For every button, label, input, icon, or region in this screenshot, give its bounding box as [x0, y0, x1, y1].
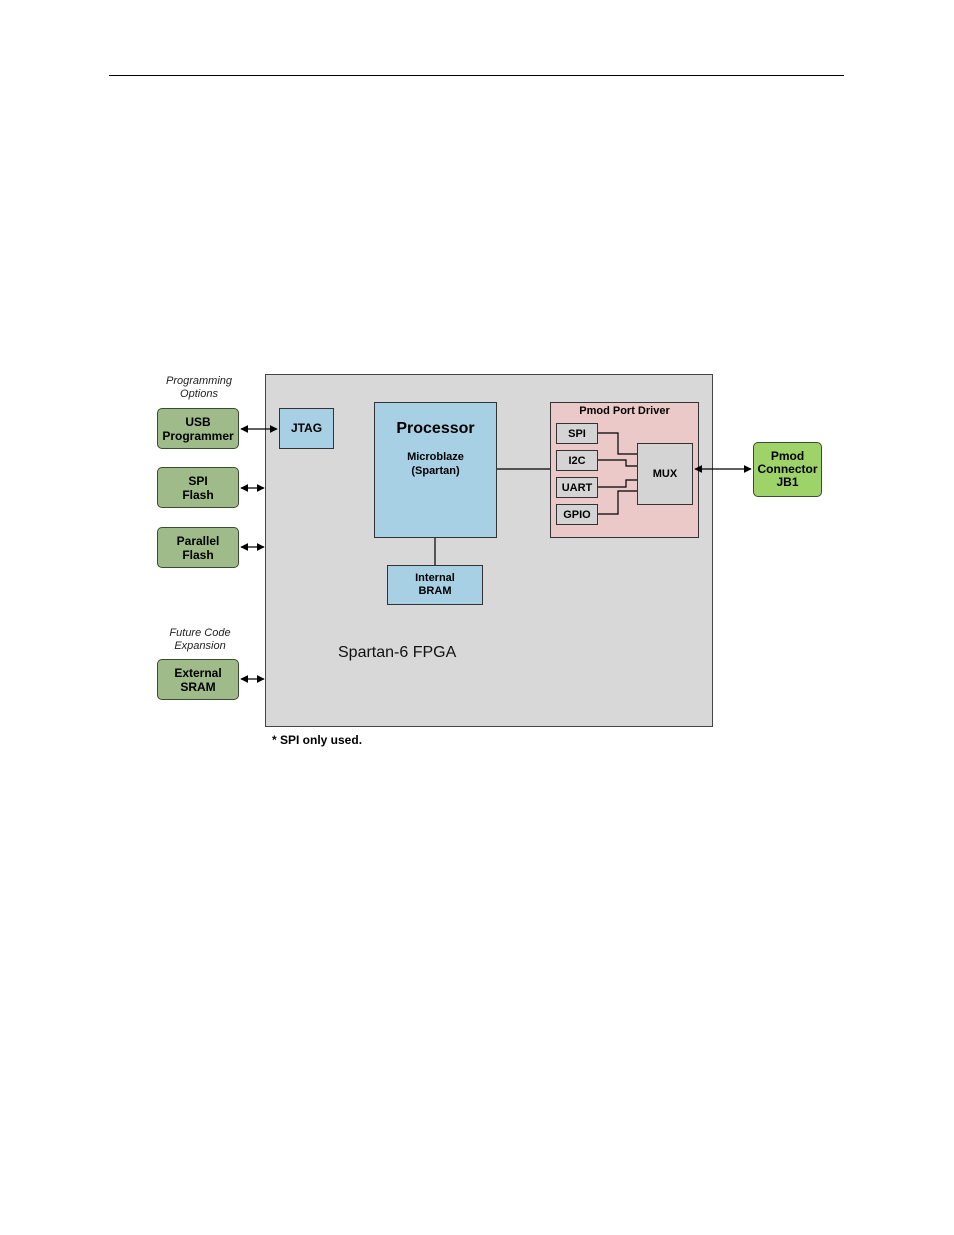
- spi-flash-box: SPI Flash: [157, 467, 239, 508]
- processor-box: Processor Microblaze (Spartan): [374, 402, 497, 538]
- footnote: * SPI only used.: [272, 733, 363, 747]
- gpio-box: GPIO: [556, 504, 598, 525]
- internal-bram-box: Internal BRAM: [387, 565, 483, 605]
- programming-options-label: Programming Options: [165, 375, 233, 400]
- i2c-box: I2C: [556, 450, 598, 471]
- jtag-box: JTAG: [279, 408, 334, 449]
- gpio-mux-line: [598, 490, 637, 515]
- usb-programmer-box: USB Programmer: [157, 408, 239, 449]
- pmod-connector-box: Pmod Connector JB1: [753, 442, 822, 497]
- header-rule: [109, 75, 844, 76]
- i2c-mux-line: [598, 459, 637, 467]
- processor-title: Processor: [396, 420, 475, 437]
- spi-mux-line: [598, 432, 637, 455]
- pmod-port-driver-label: Pmod Port Driver: [579, 405, 670, 417]
- spi-box: SPI: [556, 423, 598, 444]
- processor-subtitle: Microblaze (Spartan): [407, 451, 464, 477]
- uart-mux-line: [598, 479, 637, 488]
- mux-box: MUX: [637, 443, 693, 505]
- parallel-flash-box: Parallel Flash: [157, 527, 239, 568]
- uart-box: UART: [556, 477, 598, 498]
- fpga-label: Spartan-6 FPGA: [338, 644, 457, 661]
- future-code-expansion-label: Future Code Expansion: [169, 627, 231, 652]
- external-sram-box: External SRAM: [157, 659, 239, 700]
